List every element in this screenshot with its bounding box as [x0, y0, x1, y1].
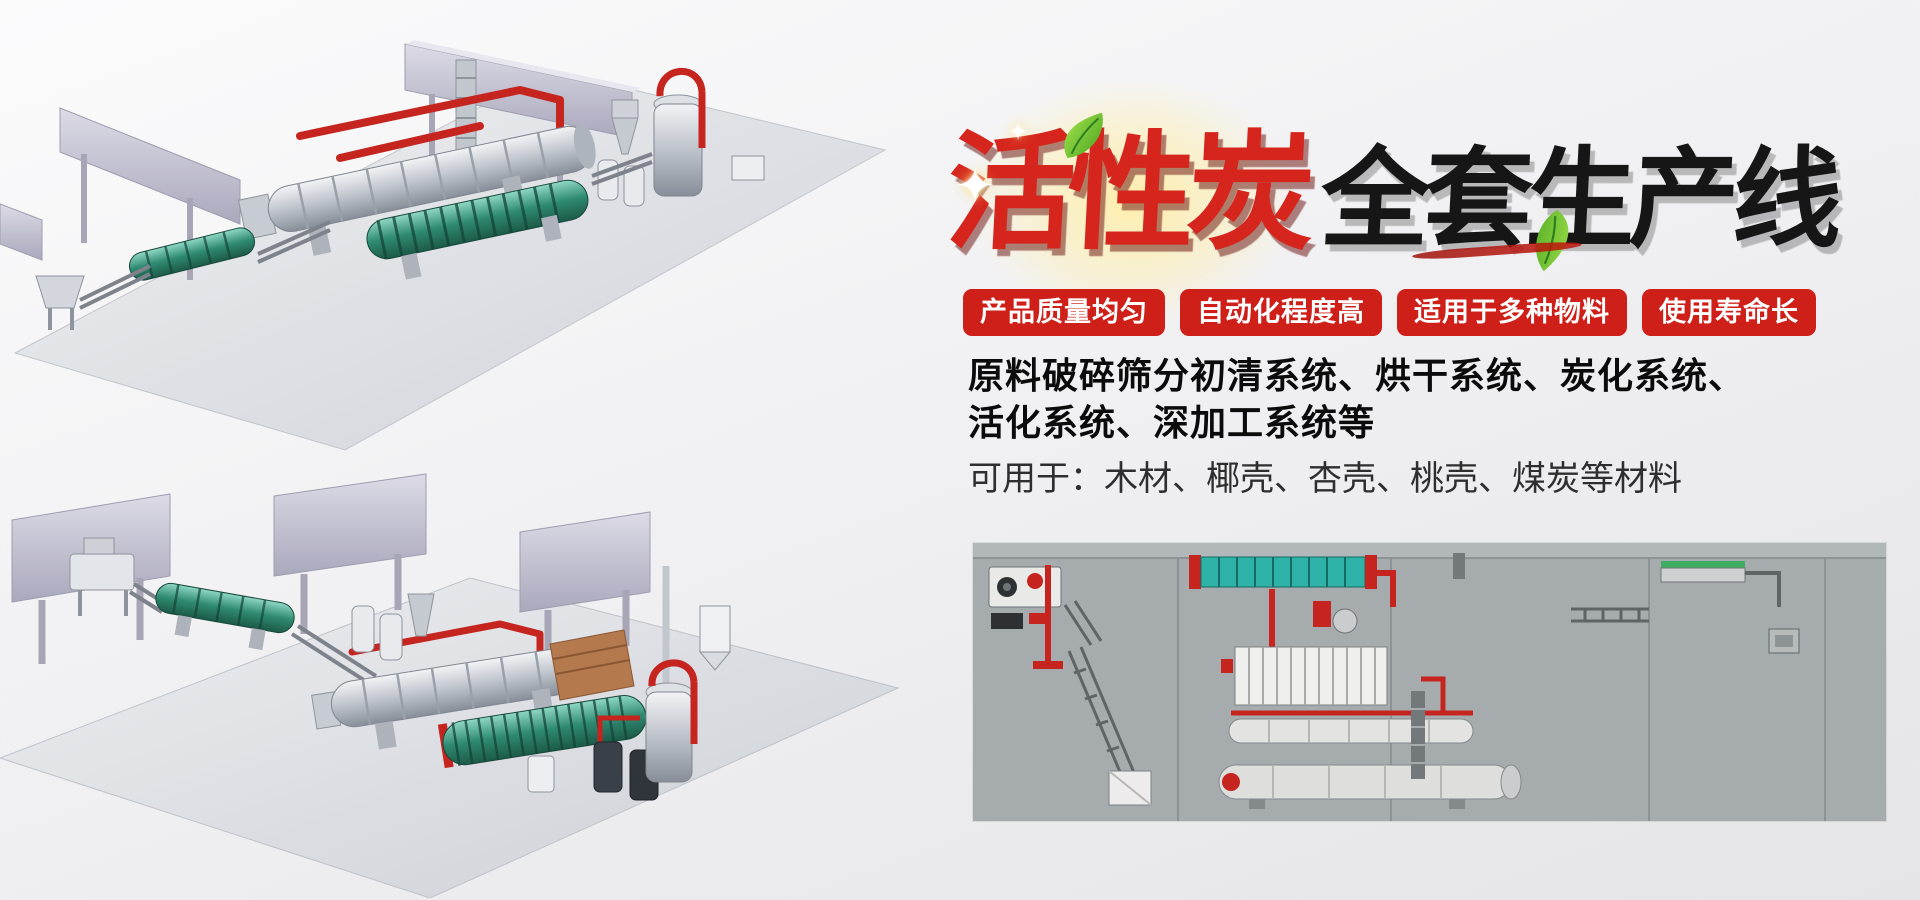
control-box-plan: [1108, 770, 1152, 806]
sparkle-icon: ✦: [1008, 119, 1029, 146]
plant-layout-schematic: [973, 543, 1886, 821]
control-box: [731, 155, 765, 181]
cyclone-separator: [611, 99, 639, 155]
sparkle-icon: ✦: [955, 160, 996, 213]
incline-conveyor-plan: [1063, 600, 1137, 780]
rotary-dryer-drum: [237, 123, 596, 256]
feature-badge-2: 自动化程度高: [1180, 289, 1382, 336]
carbonization-drum: [437, 694, 647, 769]
description-block: 原料破碎筛分初清系统、烘干系统、炭化系统、 活化系统、深加工系统等 可用于：木材…: [968, 352, 1918, 503]
incline-conveyors: [79, 220, 331, 310]
cooling-rack-plan: [1221, 646, 1388, 706]
feeder-machine: [69, 537, 135, 616]
leaf-icon: [1536, 209, 1569, 272]
screening-drum: [155, 582, 295, 651]
cooling-drum: [366, 179, 589, 280]
process-tanks: [351, 593, 435, 661]
hot-blast-stove-plan: [1269, 589, 1358, 647]
packing-line-plan: [1571, 561, 1800, 654]
elevator-plan: [1411, 691, 1425, 779]
systems-line-2: 活化系统、深加工系统等: [968, 402, 1376, 443]
silo: [698, 605, 732, 671]
incline-conveyor-2: [290, 624, 378, 686]
feature-badge-3: 适用于多种物料: [1397, 289, 1627, 336]
plant-layout-panel: [973, 543, 1886, 821]
materials-line: 可用于：木材、椰壳、杏壳、桃壳、煤炭等材料: [968, 460, 1682, 498]
leaf-icon: [1064, 112, 1103, 158]
red-piping: [296, 86, 564, 162]
title-red-text: 活性炭: [943, 122, 1312, 265]
brick-furnace: [549, 629, 635, 701]
production-line-3d-render-top: [0, 40, 887, 451]
dryer-drum-plan: [1189, 553, 1465, 607]
feature-badges: 产品质量均匀 自动化程度高 适用于多种物料 使用寿命长: [963, 289, 1816, 336]
feature-badge-1: 产品质量均匀: [963, 289, 1165, 336]
feature-badge-4: 使用寿命长: [1642, 289, 1816, 336]
water-tank: [527, 755, 555, 793]
quench-tanks: [593, 715, 659, 801]
feed-hopper: [35, 275, 85, 330]
activation-drum-plan: [1218, 764, 1522, 809]
furnace-tower: [645, 566, 698, 783]
systems-line-1: 原料破碎筛分初清系统、烘干系统、炭化系统、: [968, 355, 1746, 396]
discharge-conveyor: [591, 152, 653, 186]
production-line-3d-render-bottom: [0, 473, 900, 898]
red-pipe-vertical: [1033, 565, 1063, 669]
activation-furnace: [653, 67, 706, 197]
crusher-unit: [988, 566, 1062, 629]
